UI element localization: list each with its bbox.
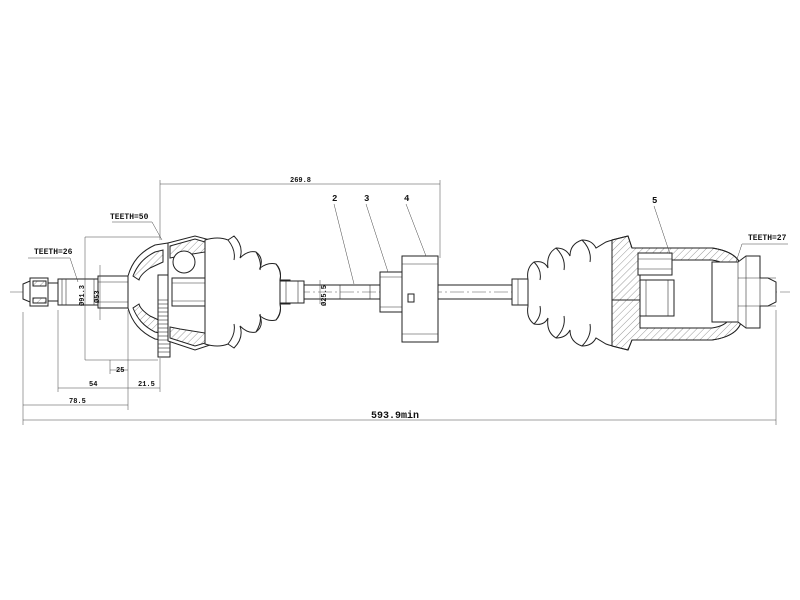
- teeth-left-label: TEETH=26: [34, 248, 73, 257]
- left-stub-shaft: [22, 275, 129, 309]
- teeth-cv-label: TEETH=50: [110, 213, 149, 222]
- dim-54: 54: [89, 381, 97, 389]
- part-4-bearing: [401, 255, 439, 343]
- dim-78-5: 78.5: [69, 398, 86, 406]
- dim-25: 25: [116, 367, 124, 375]
- dimension-lines: [22, 180, 788, 425]
- right-stub-shaft: [711, 255, 777, 329]
- cv-ball: [172, 250, 196, 274]
- dim-21-5: 21.5: [138, 381, 155, 389]
- dim-top-span: 269.8: [290, 177, 311, 185]
- outer-cv-joint: [127, 235, 211, 358]
- right-boot: [511, 238, 629, 348]
- left-boot: [204, 235, 305, 349]
- dim-dia-inner: Ø53: [93, 290, 102, 303]
- callout-2: 2: [332, 194, 337, 204]
- callout-4: 4: [404, 194, 410, 204]
- inner-tripod-joint: [611, 235, 743, 351]
- callout-3: 3: [364, 194, 369, 204]
- dim-overall-length: 593.9min: [371, 410, 419, 422]
- part-3-ring: [379, 271, 403, 313]
- teeth-right-label: TEETH=27: [748, 234, 787, 243]
- callout-5: 5: [652, 196, 657, 206]
- abs-ring-teeth: [158, 299, 170, 353]
- dim-dia-outer: Ø91.3: [78, 285, 87, 306]
- dim-dia-shaft: Ø25.5: [320, 285, 329, 306]
